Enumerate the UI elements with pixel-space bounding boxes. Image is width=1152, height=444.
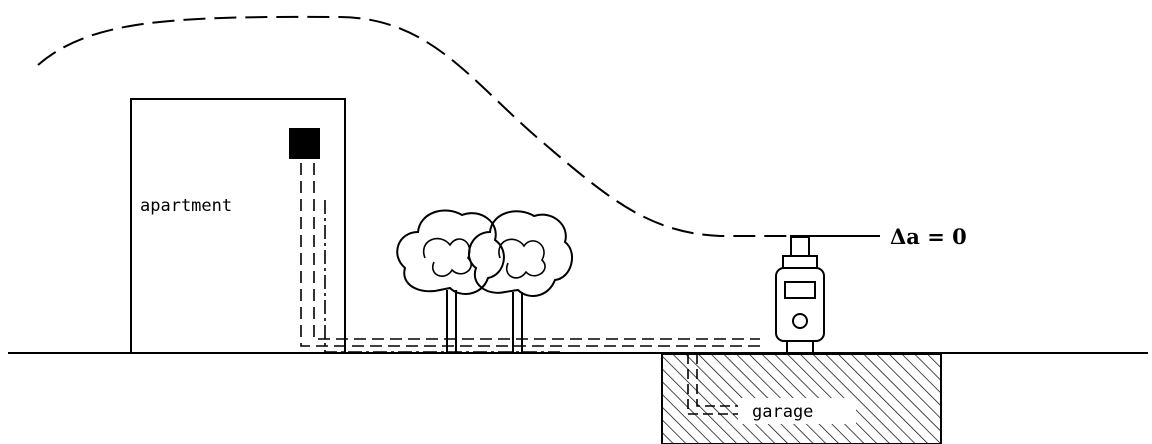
apartment-building	[130, 98, 346, 354]
garage-label: garage	[752, 402, 813, 422]
apartment-cables	[300, 163, 760, 353]
instrument-device	[775, 236, 825, 354]
apartment-instrument	[289, 128, 320, 159]
garage-cables	[687, 354, 738, 415]
tree-left	[396, 209, 505, 352]
delta-a-label: Δa = 0	[890, 224, 967, 249]
apartment-label-box	[137, 193, 287, 217]
tree-right	[467, 210, 574, 352]
apartment-label: apartment	[140, 196, 232, 216]
garage-label-box	[738, 398, 856, 424]
reference-dashed-curve	[37, 15, 790, 237]
